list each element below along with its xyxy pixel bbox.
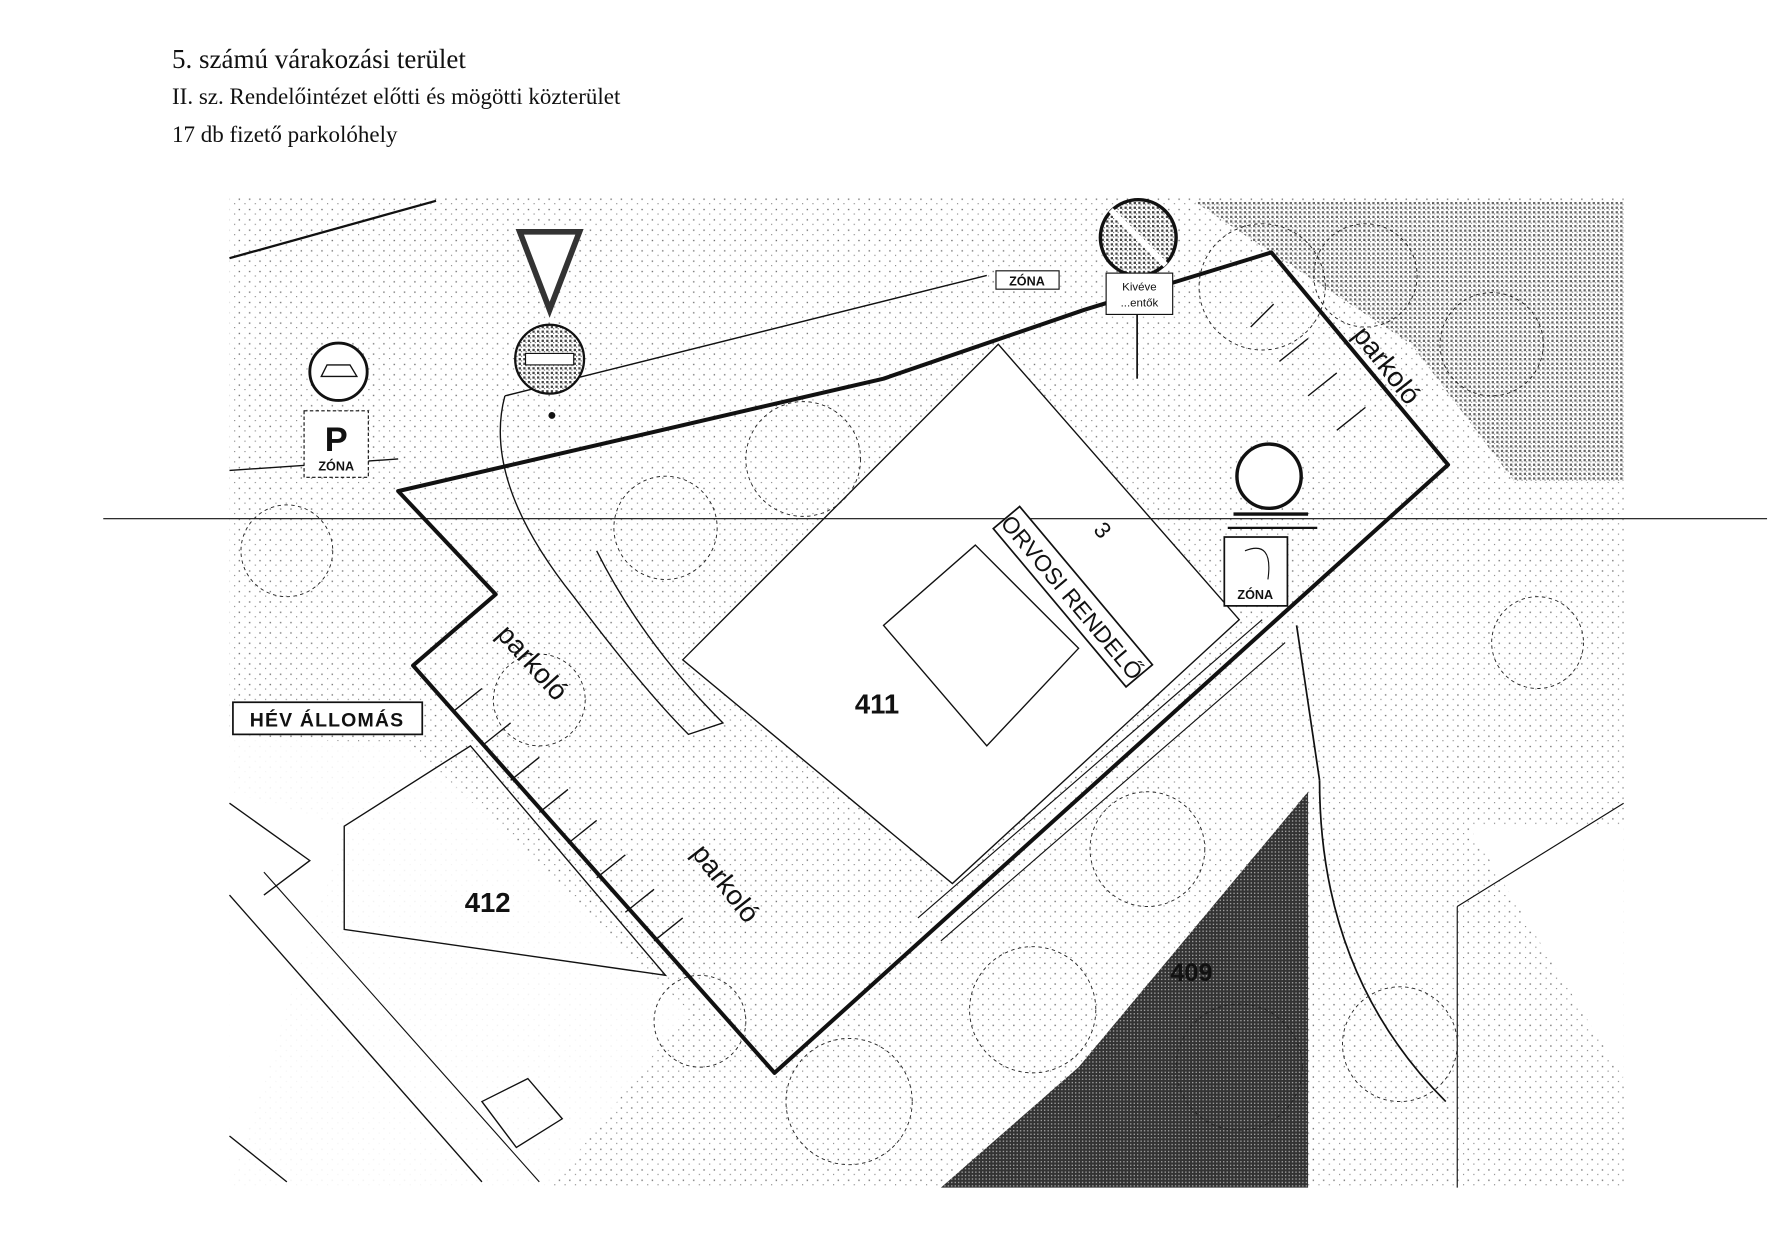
yield-sign: [514, 228, 586, 419]
area-description: II. sz. Rendelőintézet előtti és mögötti…: [172, 84, 621, 109]
exception-sign-line2: ...entők: [1121, 297, 1159, 309]
parcel-411-label: 411: [855, 689, 899, 720]
parking-sign-p: P: [325, 421, 348, 459]
exception-sign-line1: Kivéve: [1122, 281, 1156, 293]
vehicle-sign-icon: [308, 341, 369, 402]
zone-sign-text: ZÓNA: [318, 458, 354, 473]
station-label: HÉV ÁLLOMÁS: [250, 708, 405, 731]
roundabout-zone-sign: ZÓNA: [1223, 442, 1318, 607]
no-stopping-sign: Kivéve ...entők: [1098, 197, 1178, 379]
parcel-412-label: 412: [465, 887, 511, 918]
parking-zone-sign: P ZÓNA: [303, 341, 369, 478]
road-lines: [103, 199, 1768, 1188]
parcel-409-label: 409: [1170, 959, 1212, 987]
parking-area-boundary: [396, 250, 1451, 1075]
zone-sign-text: ZÓNA: [1009, 274, 1045, 289]
trees: [240, 223, 1584, 1166]
parcel-409-shade: [940, 791, 1309, 1188]
yield-triangle-icon: [515, 228, 584, 318]
station-label-box: HÉV ÁLLOMÁS: [232, 701, 424, 736]
zone-sign-text: ZÓNA: [1237, 587, 1273, 602]
zone-end-sign: ZÓNA: [995, 270, 1060, 290]
circle-sign-icon: [1235, 442, 1303, 511]
parking-stalls: [452, 303, 1366, 942]
parking-count: 17 db fizető parkolóhely: [172, 122, 398, 147]
page-title: 5. számú várakozási terület: [172, 44, 466, 74]
